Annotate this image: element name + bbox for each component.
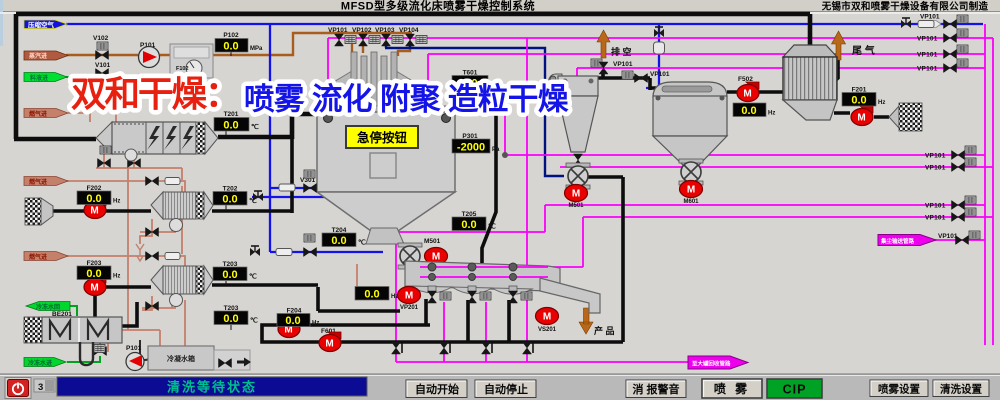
svg-text:T201: T201 [224, 111, 239, 118]
svg-text:℃: ℃ [490, 81, 498, 89]
svg-text:产 品: 产 品 [594, 325, 615, 336]
svg-text:急停按钮: 急停按钮 [357, 130, 408, 145]
svg-text:℃: ℃ [488, 223, 496, 231]
svg-text:P101: P101 [140, 42, 156, 49]
svg-text:0.0: 0.0 [86, 268, 101, 280]
svg-text:喷 雾: 喷 雾 [714, 381, 750, 396]
svg-text:VP102: VP102 [352, 27, 372, 34]
svg-text:Hz: Hz [391, 294, 398, 300]
svg-text:燃气进: 燃气进 [29, 253, 47, 261]
svg-text:料液进: 料液进 [30, 74, 48, 82]
svg-text:自动开始: 自动开始 [415, 382, 459, 396]
svg-text:冷冻水进: 冷冻水进 [28, 359, 52, 367]
svg-text:无锡市双和喷雾干燥设备有限公司制造: 无锡市双和喷雾干燥设备有限公司制造 [821, 1, 989, 13]
svg-text:℃: ℃ [358, 239, 366, 247]
svg-text:-2000: -2000 [457, 142, 485, 154]
svg-text:燃气进: 燃气进 [29, 178, 47, 186]
svg-text:消 报警音: 消 报警音 [632, 382, 679, 396]
svg-text:VP104: VP104 [399, 27, 419, 34]
svg-text:冷凝水箱: 冷凝水箱 [167, 354, 195, 363]
svg-text:VP101: VP101 [328, 27, 348, 34]
svg-text:喷雾设置: 喷雾设置 [878, 383, 920, 396]
svg-text:F201: F201 [852, 87, 867, 94]
svg-text:蒸汽进: 蒸汽进 [29, 52, 47, 60]
svg-text:VP101: VP101 [920, 14, 940, 21]
svg-text:清洗等待状态: 清洗等待状态 [167, 380, 257, 395]
svg-text:P102: P102 [223, 32, 239, 39]
svg-text:T202: T202 [223, 186, 238, 193]
svg-text:0.0: 0.0 [364, 289, 379, 301]
svg-text:V101: V101 [95, 62, 111, 69]
svg-text:0.0: 0.0 [462, 78, 477, 90]
svg-text:V301: V301 [300, 177, 316, 184]
svg-text:排 空: 排 空 [611, 46, 632, 57]
svg-text:T205: T205 [462, 211, 477, 218]
svg-text:3: 3 [38, 382, 43, 393]
svg-text:至大罐回收管路: 至大罐回收管路 [692, 360, 731, 368]
svg-text:P101: P101 [126, 345, 142, 352]
svg-text:0.0: 0.0 [86, 193, 101, 205]
svg-text:自动停止: 自动停止 [484, 382, 528, 396]
svg-text:双和干燥：: 双和干燥： [71, 74, 239, 114]
svg-text:T203: T203 [223, 261, 238, 268]
svg-text:燃气进: 燃气进 [29, 110, 47, 118]
svg-text:P301: P301 [462, 133, 478, 140]
svg-text:MFSD型多级流化床喷雾干燥控制系统: MFSD型多级流化床喷雾干燥控制系统 [341, 0, 535, 13]
svg-text:VS201: VS201 [538, 327, 557, 333]
svg-text:Hz: Hz [113, 199, 120, 205]
svg-text:VP101: VP101 [938, 233, 958, 240]
svg-text:0.0: 0.0 [741, 105, 756, 117]
svg-text:F102: F102 [176, 66, 189, 72]
svg-text:℃: ℃ [249, 197, 257, 205]
svg-text:0.0: 0.0 [223, 313, 238, 325]
svg-text:F204: F204 [287, 308, 302, 315]
svg-text:T203: T203 [224, 305, 239, 312]
svg-text:0.0: 0.0 [461, 219, 476, 231]
svg-text:T601: T601 [463, 70, 478, 77]
svg-text:CIP: CIP [783, 383, 807, 397]
svg-text:M501: M501 [424, 238, 441, 245]
svg-text:T204: T204 [332, 227, 347, 234]
svg-text:压缩空气: 压缩空气 [28, 20, 55, 29]
svg-text:Hz: Hz [768, 111, 775, 117]
svg-text:VP101: VP101 [650, 71, 670, 78]
svg-text:集尘输送管路: 集尘输送管路 [880, 237, 915, 245]
svg-text:Pa: Pa [492, 147, 500, 153]
svg-text:MPa: MPa [250, 46, 263, 52]
svg-text:0.0: 0.0 [222, 194, 237, 206]
svg-text:℃: ℃ [250, 317, 258, 325]
svg-text:VP201: VP201 [400, 305, 419, 311]
svg-text:0.0: 0.0 [285, 315, 300, 327]
svg-text:F202: F202 [87, 185, 102, 192]
svg-text:F203: F203 [87, 260, 102, 267]
svg-text:0.0: 0.0 [331, 235, 346, 247]
svg-text:0.0: 0.0 [222, 269, 237, 281]
svg-text:冷冻水回: 冷冻水回 [36, 303, 60, 311]
svg-text:VP103: VP103 [375, 27, 395, 34]
svg-text:V102: V102 [93, 35, 109, 42]
svg-text:BE201: BE201 [52, 311, 72, 318]
svg-text:Hz: Hz [878, 100, 885, 106]
svg-text:Hz: Hz [113, 274, 120, 280]
svg-text:Hz: Hz [312, 321, 319, 327]
svg-text:尾 气: 尾 气 [852, 44, 875, 57]
svg-text:F601: F601 [321, 328, 336, 335]
svg-text:℃: ℃ [251, 123, 259, 131]
svg-text:0.0: 0.0 [223, 41, 238, 53]
svg-text:VP101: VP101 [613, 61, 633, 68]
svg-text:M501: M501 [568, 203, 584, 209]
svg-text:F502: F502 [738, 76, 753, 83]
svg-text:0.0: 0.0 [851, 95, 866, 107]
svg-text:M601: M601 [683, 199, 699, 205]
svg-text:喷雾 流化 附聚 造粒干燥: 喷雾 流化 附聚 造粒干燥 [244, 83, 569, 117]
svg-text:℃: ℃ [249, 273, 257, 281]
svg-text:清洗设置: 清洗设置 [940, 383, 982, 396]
svg-text:0.0: 0.0 [223, 120, 238, 132]
